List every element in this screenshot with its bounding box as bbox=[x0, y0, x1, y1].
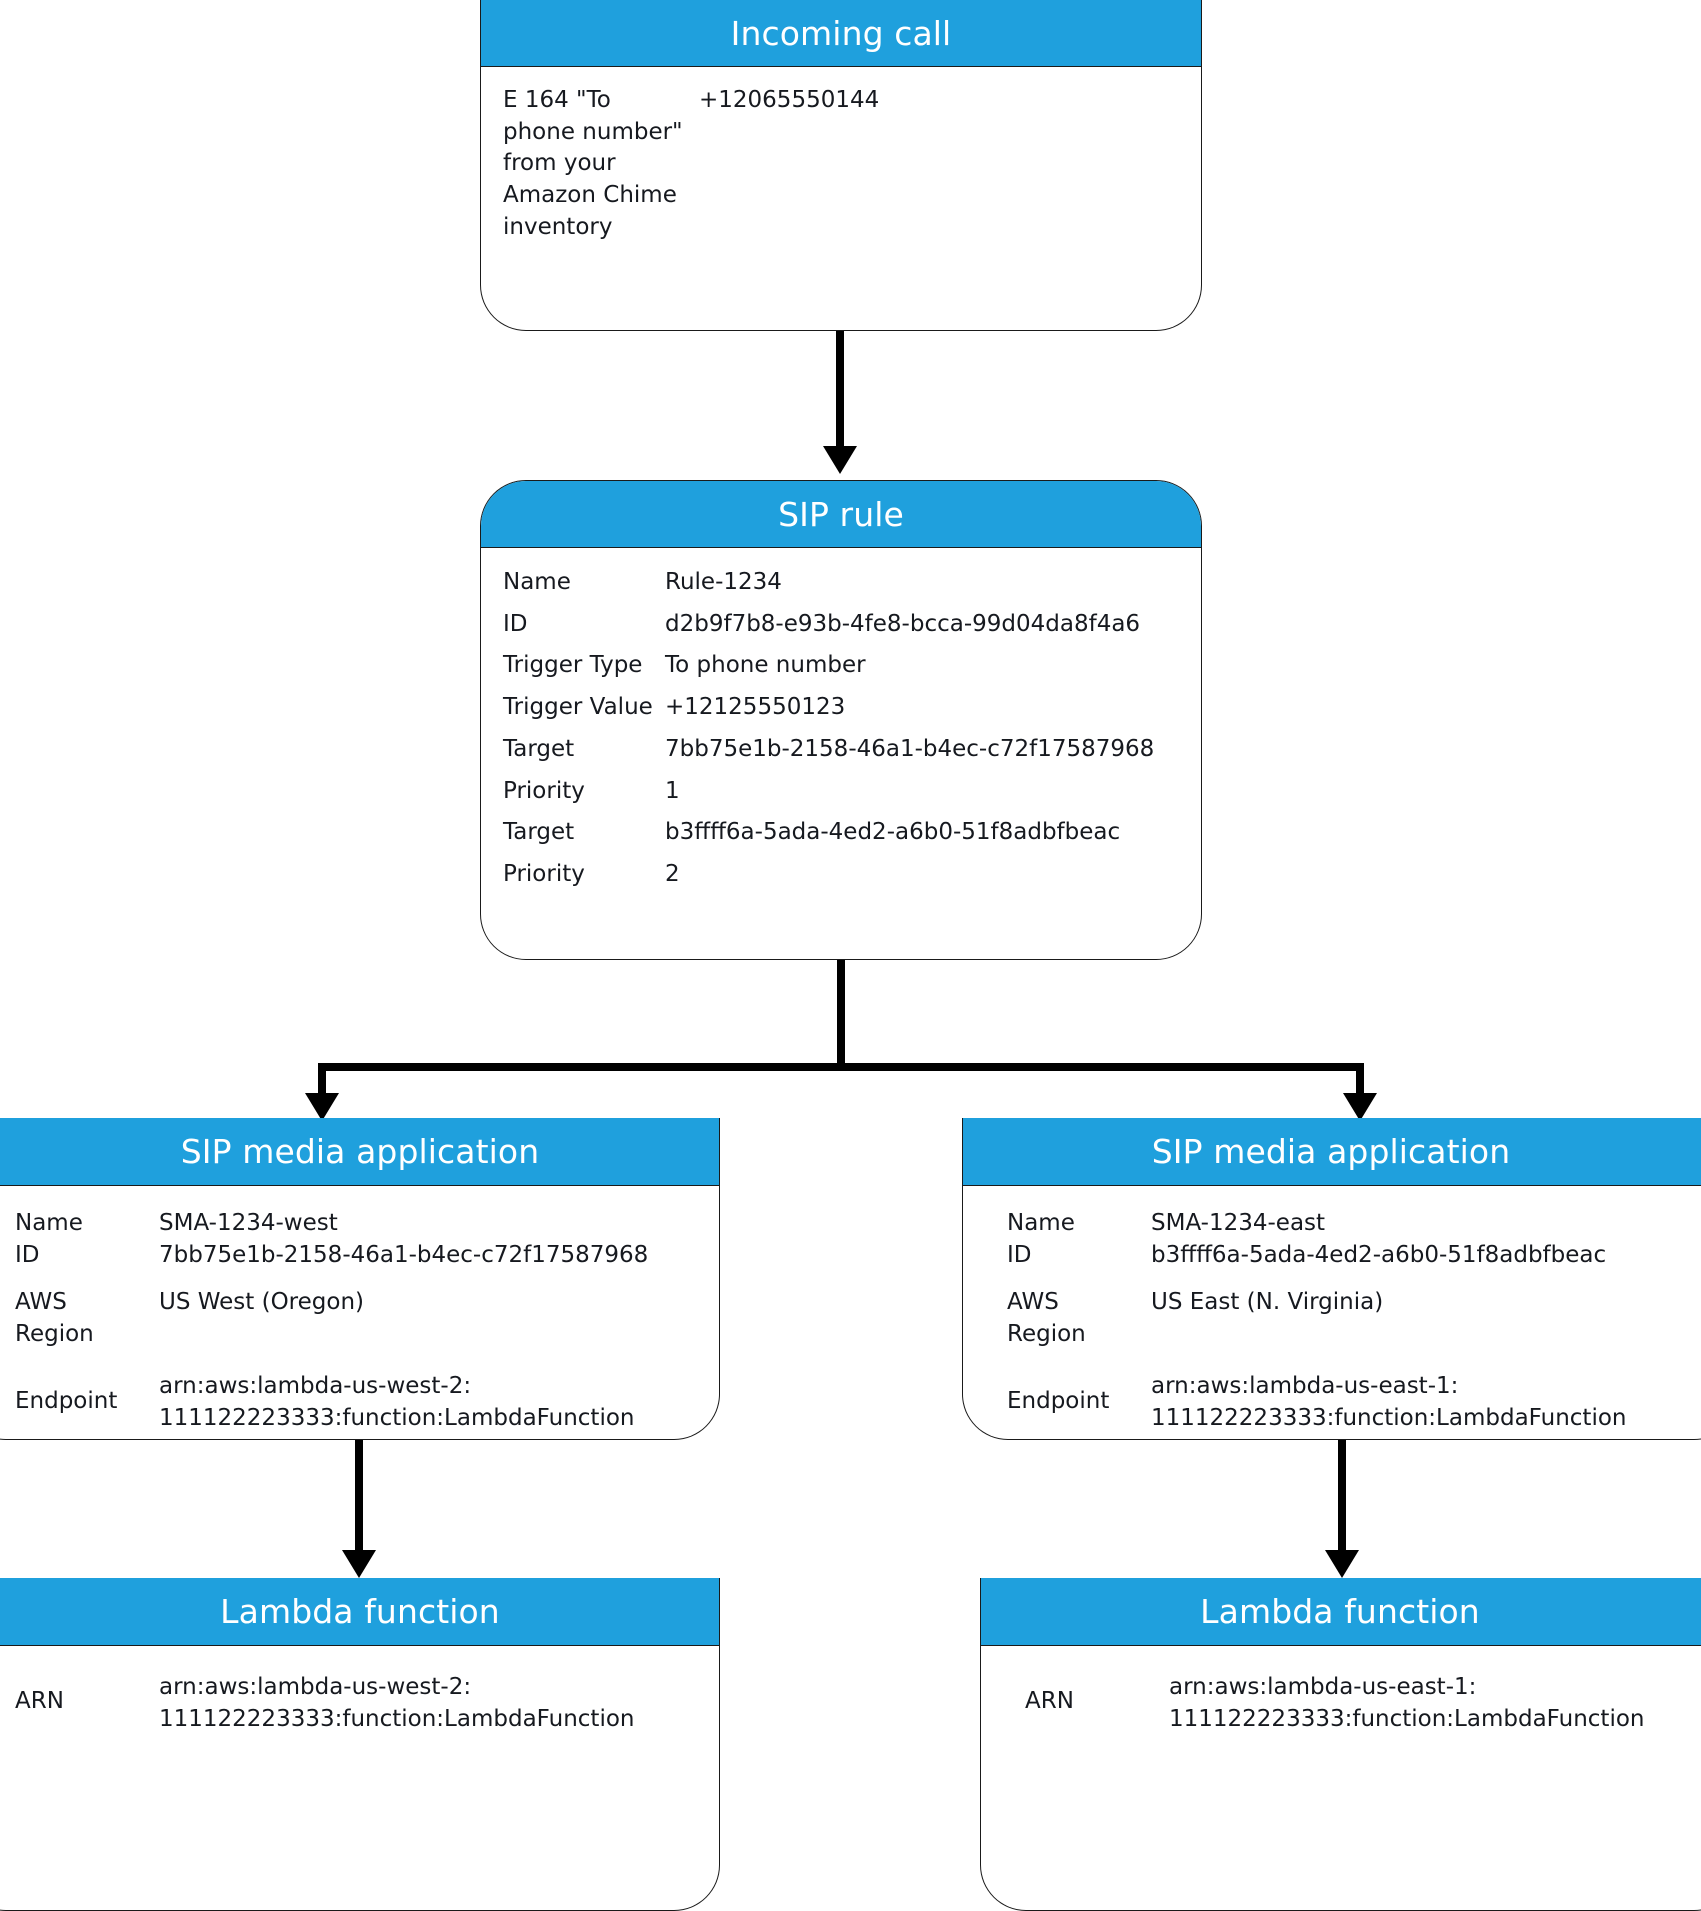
node-lambda-west: Lambda function ARN arn:aws:lambda-us-we… bbox=[0, 1578, 720, 1911]
node-incoming-call: Incoming call E 164 "To phone number" fr… bbox=[480, 0, 1202, 331]
row-value: 1 bbox=[665, 777, 680, 804]
node-sma-east-body: Name SMA-1234-east ID b3ffff6a-5ada-4ed2… bbox=[963, 1186, 1701, 1434]
row-key: ARN bbox=[1025, 1688, 1074, 1714]
row-value: +12065550144 bbox=[699, 87, 880, 113]
node-sma-east-header: SIP media application bbox=[963, 1118, 1701, 1186]
row-key: AWS Region bbox=[15, 1289, 94, 1348]
row-value: US West (Oregon) bbox=[159, 1289, 365, 1316]
table-row: AWS Region US West (Oregon) bbox=[15, 1271, 701, 1350]
connector-rule-to-sma-west-arrowhead bbox=[305, 1093, 339, 1121]
row-value: To phone number bbox=[665, 652, 866, 679]
connector-sma-east-to-lambda-line bbox=[1338, 1440, 1346, 1550]
connector-incoming-to-rule-line bbox=[836, 331, 844, 446]
table-row: Name Rule-1234 bbox=[503, 562, 1179, 604]
connector-sma-west-to-lambda-arrowhead bbox=[342, 1550, 376, 1578]
table-row: Priority 1 bbox=[503, 771, 1179, 813]
node-lambda-west-header: Lambda function bbox=[0, 1578, 719, 1646]
table-row: Name SMA-1234-east bbox=[1007, 1208, 1699, 1240]
row-key: Priority bbox=[503, 777, 585, 804]
row-value: arn:aws:lambda-us-east-1: 111122223333:f… bbox=[1169, 1674, 1645, 1732]
row-value: b3ffff6a-5ada-4ed2-a6b0-51f8adbfbeac bbox=[1151, 1241, 1607, 1268]
table-row: E 164 "To phone number" from your Amazon… bbox=[503, 85, 1179, 244]
connector-rule-branch-bus bbox=[318, 1063, 1364, 1071]
row-key: Endpoint bbox=[15, 1387, 118, 1414]
table-row: ID d2b9f7b8-e93b-4fe8-bcca-99d04da8f4a6 bbox=[503, 604, 1179, 646]
row-value: US East (N. Virginia) bbox=[1151, 1289, 1384, 1316]
table-row: Priority 2 bbox=[503, 854, 1179, 896]
node-incoming-call-body: E 164 "To phone number" from your Amazon… bbox=[481, 67, 1201, 244]
row-value: Rule-1234 bbox=[665, 569, 782, 595]
row-key: Trigger Value bbox=[503, 694, 653, 721]
node-sip-rule: SIP rule Name Rule-1234 ID d2b9f7b8-e93b… bbox=[480, 480, 1202, 960]
row-key: ID bbox=[503, 610, 528, 637]
sma-east-rows: Name SMA-1234-east ID b3ffff6a-5ada-4ed2… bbox=[1007, 1208, 1699, 1434]
table-row: Trigger Value +12125550123 bbox=[503, 687, 1179, 729]
table-row: ARN arn:aws:lambda-us-west-2: 1111222233… bbox=[15, 1668, 701, 1735]
row-key: ID bbox=[1007, 1241, 1032, 1268]
connector-sma-east-to-lambda-arrowhead bbox=[1325, 1550, 1359, 1578]
row-value: +12125550123 bbox=[665, 694, 846, 721]
table-row: Target b3ffff6a-5ada-4ed2-a6b0-51f8adbfb… bbox=[503, 812, 1179, 854]
node-sma-west-body: Name SMA-1234-west ID 7bb75e1b-2158-46a1… bbox=[0, 1186, 719, 1434]
row-value: d2b9f7b8-e93b-4fe8-bcca-99d04da8f4a6 bbox=[665, 610, 1141, 637]
row-value: SMA-1234-east bbox=[1151, 1210, 1326, 1236]
row-value: arn:aws:lambda-us-west-2: 111122223333:f… bbox=[159, 1372, 635, 1431]
row-value: arn:aws:lambda-us-west-2: 111122223333:f… bbox=[159, 1674, 635, 1732]
connector-rule-to-sma-east-arrowhead bbox=[1343, 1093, 1377, 1121]
row-key: AWS Region bbox=[1007, 1289, 1086, 1348]
table-row: ARN arn:aws:lambda-us-east-1: 1111222233… bbox=[1025, 1668, 1699, 1735]
row-value: 7bb75e1b-2158-46a1-b4ec-c72f17587968 bbox=[665, 735, 1155, 762]
node-sma-east: SIP media application Name SMA-1234-east… bbox=[962, 1118, 1701, 1440]
table-row: ID 7bb75e1b-2158-46a1-b4ec-c72f17587968 bbox=[15, 1240, 701, 1272]
table-row: ID b3ffff6a-5ada-4ed2-a6b0-51f8adbfbeac bbox=[1007, 1240, 1699, 1272]
row-key: Target bbox=[503, 819, 575, 846]
sip-rule-rows: Name Rule-1234 ID d2b9f7b8-e93b-4fe8-bcc… bbox=[503, 562, 1179, 896]
row-key: Name bbox=[1007, 1210, 1075, 1236]
row-value: SMA-1234-west bbox=[159, 1210, 338, 1236]
node-lambda-east: Lambda function ARN arn:aws:lambda-us-ea… bbox=[980, 1578, 1701, 1911]
node-sip-rule-body: Name Rule-1234 ID d2b9f7b8-e93b-4fe8-bcc… bbox=[481, 548, 1201, 896]
connector-incoming-to-rule-arrowhead bbox=[823, 446, 857, 474]
node-lambda-west-body: ARN arn:aws:lambda-us-west-2: 1111222233… bbox=[0, 1646, 719, 1735]
row-key: Target bbox=[503, 735, 575, 762]
incoming-call-rows: E 164 "To phone number" from your Amazon… bbox=[503, 85, 1179, 244]
table-row: Target 7bb75e1b-2158-46a1-b4ec-c72f17587… bbox=[503, 729, 1179, 771]
table-row: Endpoint arn:aws:lambda-us-west-2: 11112… bbox=[15, 1351, 701, 1434]
row-key: Name bbox=[503, 569, 571, 595]
table-row: Endpoint arn:aws:lambda-us-east-1: 11112… bbox=[1007, 1351, 1699, 1434]
sma-west-rows: Name SMA-1234-west ID 7bb75e1b-2158-46a1… bbox=[15, 1208, 701, 1434]
row-key: Trigger Type bbox=[503, 652, 643, 679]
lambda-west-rows: ARN arn:aws:lambda-us-west-2: 1111222233… bbox=[15, 1668, 701, 1735]
lambda-east-rows: ARN arn:aws:lambda-us-east-1: 1111222233… bbox=[1025, 1668, 1699, 1735]
node-sma-west: SIP media application Name SMA-1234-west… bbox=[0, 1118, 720, 1440]
row-key: ARN bbox=[15, 1688, 64, 1714]
table-row: Trigger Type To phone number bbox=[503, 645, 1179, 687]
row-value: 2 bbox=[665, 861, 680, 888]
table-row: AWS Region US East (N. Virginia) bbox=[1007, 1271, 1699, 1350]
table-row: Name SMA-1234-west bbox=[15, 1208, 701, 1240]
row-value: 7bb75e1b-2158-46a1-b4ec-c72f17587968 bbox=[159, 1241, 649, 1268]
connector-rule-branch-stem bbox=[837, 960, 845, 1070]
row-key: Priority bbox=[503, 861, 585, 888]
node-sip-rule-header: SIP rule bbox=[481, 481, 1201, 548]
node-lambda-east-header: Lambda function bbox=[981, 1578, 1701, 1646]
row-value: b3ffff6a-5ada-4ed2-a6b0-51f8adbfbeac bbox=[665, 819, 1121, 846]
node-sma-west-header: SIP media application bbox=[0, 1118, 719, 1186]
connector-rule-to-sma-west-drop bbox=[318, 1071, 326, 1103]
row-key: Name bbox=[15, 1210, 83, 1236]
row-key: ID bbox=[15, 1241, 40, 1268]
node-lambda-east-body: ARN arn:aws:lambda-us-east-1: 1111222233… bbox=[981, 1646, 1701, 1735]
connector-sma-west-to-lambda-line bbox=[355, 1440, 363, 1550]
node-incoming-call-header: Incoming call bbox=[481, 0, 1201, 67]
connector-rule-to-sma-east-drop bbox=[1356, 1071, 1364, 1103]
row-key: Endpoint bbox=[1007, 1387, 1110, 1414]
row-key: E 164 "To phone number" from your Amazon… bbox=[503, 87, 683, 240]
row-value: arn:aws:lambda-us-east-1: 111122223333:f… bbox=[1151, 1372, 1627, 1431]
